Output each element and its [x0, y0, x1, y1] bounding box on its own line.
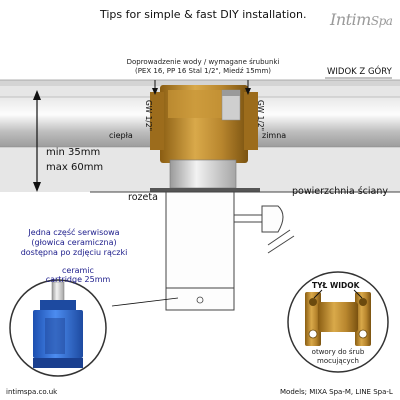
thread-label-right: GW 1/2"	[256, 100, 265, 132]
supply-note-line1: Doprowadzenie wody / wymagane śrubunki	[126, 58, 280, 66]
right-pipe	[258, 96, 400, 148]
supply-note: Doprowadzenie wody / wymagane śrubunki (…	[118, 58, 288, 76]
cartridge-note: ceramic cartridge 25mm	[28, 266, 128, 284]
brass-fitting	[150, 85, 258, 163]
rosette-label: rozeta	[128, 192, 158, 203]
supply-arrows	[152, 80, 251, 95]
mixer-handle	[165, 191, 295, 311]
page-title: Tips for simple & fast DIY installation.	[100, 8, 307, 21]
service-note-line2: (głowica ceramiczna)	[31, 238, 117, 247]
thread-label-left: GW 1/2"	[144, 100, 153, 132]
depth-max: max 60mm	[46, 162, 104, 173]
service-note: Jedna część serwisowa (głowica ceramiczn…	[8, 228, 140, 258]
service-note-line1: Jedna część serwisowa	[28, 228, 120, 237]
left-pipe	[0, 96, 150, 148]
rear-view-line1: otwory do śrub	[311, 348, 365, 356]
rosette-plate	[90, 188, 400, 193]
wall-surface-label: powierzchnia ściany	[292, 186, 389, 197]
logo-main: Intim	[330, 10, 371, 29]
rear-view-line2: mocujących	[317, 357, 359, 365]
cartridge-note-line2: cartridge 25mm	[45, 275, 111, 284]
rear-view-note: otwory do śrub mocujących	[300, 348, 376, 366]
intimspa-logo: IntimSpa	[330, 10, 393, 29]
cartridge-leader-line	[111, 297, 179, 307]
hot-label: ciepła	[109, 131, 133, 140]
footer-website: intimspa.co.uk	[6, 388, 58, 396]
cold-label: zimna	[262, 131, 287, 140]
depth-dimension-arrow	[33, 90, 41, 192]
depth-min: min 35mm	[46, 147, 101, 158]
service-note-line3: dostępna po zdjęciu rączki	[20, 248, 128, 257]
depth-label: min 35mm max 60mm	[46, 145, 103, 175]
supply-note-line2: (PEX 16, PP 16 Stal 1/2", Miedź 15mm)	[134, 67, 272, 75]
cartridge-note-line1: ceramic	[62, 266, 94, 275]
logo-sub: Spa	[370, 14, 393, 28]
rear-view-inset	[287, 271, 389, 373]
valve-body	[169, 159, 237, 189]
rear-view-title: TYŁ WIDOK	[312, 281, 360, 290]
top-view-label: WIDOK Z GÓRY	[327, 67, 392, 77]
cartridge-inset	[9, 279, 107, 377]
footer-models: Models; MIXA Spa-M, LINE Spa-L	[280, 388, 393, 396]
